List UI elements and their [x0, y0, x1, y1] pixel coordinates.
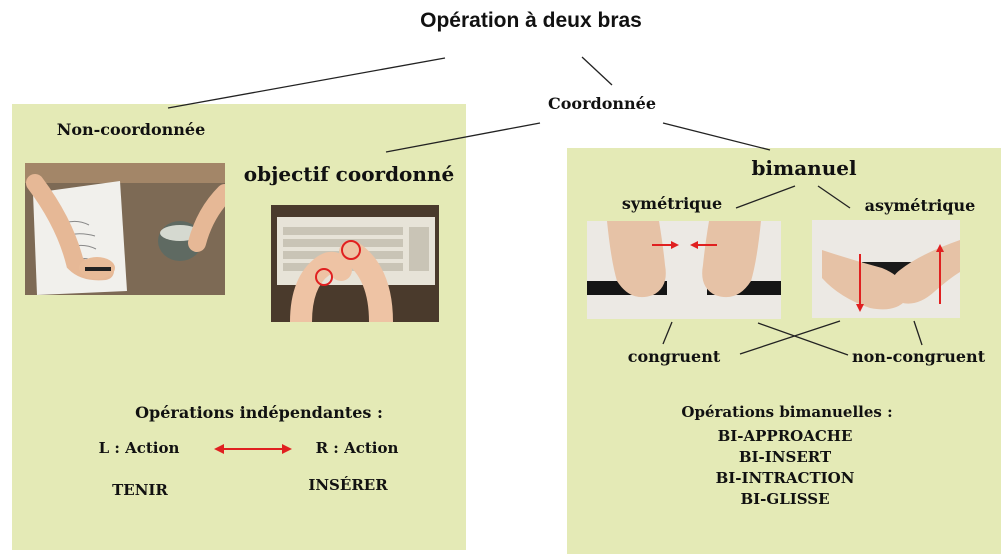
left-action-label: L : Action — [98, 439, 180, 457]
writing-cup-photo — [25, 163, 225, 295]
non-coordinated-label: Non-coordonnée — [56, 120, 206, 139]
asymmetric-photo — [812, 220, 960, 318]
right-op-label: INSÉRER — [308, 476, 388, 494]
symmetric-photo — [587, 221, 781, 319]
bimanual-ops-list: BI-APPROACHE BI-INSERT BI-INTRACTION BI-… — [716, 426, 855, 510]
bimanual-label: bimanuel — [751, 156, 857, 180]
coordinated-label: Coordonnée — [548, 94, 656, 113]
bimanual-op-item: BI-INSERT — [738, 448, 832, 466]
left-op-label: TENIR — [112, 481, 168, 499]
bimanual-op-item: BI-GLISSE — [740, 490, 830, 508]
diagram-title: Opération à deux bras — [420, 9, 642, 32]
non-congruent-label: non-congruent — [852, 347, 986, 366]
bimanual-op-item: BI-APPROACHE — [717, 427, 853, 445]
independent-ops-heading: Opérations indépendantes : — [135, 403, 383, 422]
congruent-label: congruent — [627, 347, 721, 366]
asymmetric-label: asymétrique — [864, 196, 976, 215]
goal-coordinated-label: objectif coordonné — [243, 162, 455, 186]
bimanual-op-item: BI-INTRACTION — [715, 469, 855, 487]
right-action-label: R : Action — [315, 439, 399, 457]
keyboard-photo — [271, 205, 439, 322]
bimanual-ops-heading: Opérations bimanuelles : — [681, 403, 893, 421]
symmetric-label: symétrique — [621, 194, 723, 213]
